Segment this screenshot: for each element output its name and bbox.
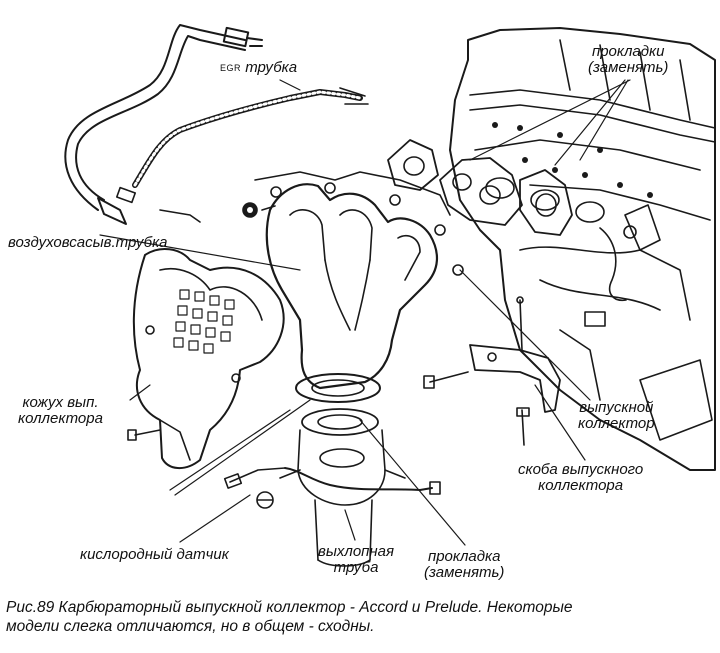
oxygen-sensor [223,467,441,509]
caption-line1: Рис.89 Карбюраторный выпускной коллектор… [6,599,573,616]
exhaust-manifold [254,171,464,403]
egr-tube-label: EGR трубка [220,60,297,76]
gasket-replace-label: прокладка (заменять) [424,549,504,581]
exhaust-line2: коллектор [578,415,655,432]
manifold-heat-shroud [127,248,285,469]
exhaust-pipe [279,408,406,567]
gasket-line1: прокладка [427,548,501,565]
gaskets-replace-label: прокладки (заменять) [588,44,668,76]
leader-lines [99,79,631,546]
shroud-line1: кожух вып. [22,394,99,411]
exhaust-pipe-label: выхлопная труба [318,544,394,576]
engine-block [449,27,716,471]
bracket-line1: скоба выпускного [518,461,644,478]
gasket-line2: (заменять) [424,564,505,581]
bracket-line2: коллектора [538,477,624,494]
air-intake-tube-label: воздуховсасыв.трубка [8,234,168,251]
exhaust-line1: выпускной [579,399,654,416]
manifold-bracket [423,296,561,446]
egr-tube [115,87,369,223]
manifold-shroud-label: кожух вып. коллектора [18,395,103,427]
egr-prefix: EGR [220,63,242,73]
figure-caption: Рис.89 Карбюраторный выпускной коллектор… [6,598,714,636]
exhaust-manifold-label: выпускной коллектор [578,400,655,432]
caption-line2: модели слегка отличаются, но в общем - с… [6,618,375,635]
gaskets-line1: прокладки [591,43,665,60]
shroud-line2: коллектора [18,410,103,427]
pipe-line2: труба [333,559,379,576]
oxygen-sensor-label: кислородный датчик [80,546,229,563]
manifold-gaskets [387,139,573,236]
nut [242,202,276,218]
manifold-bracket-label: скоба выпускного коллектора [518,462,643,494]
egr-tube-text: трубка [245,59,298,76]
exhaust-manifold-diagram [64,24,716,567]
pipe-line1: выхлопная [318,543,395,560]
gaskets-line2: (заменять) [588,59,669,76]
air-intake-tube [64,24,263,225]
